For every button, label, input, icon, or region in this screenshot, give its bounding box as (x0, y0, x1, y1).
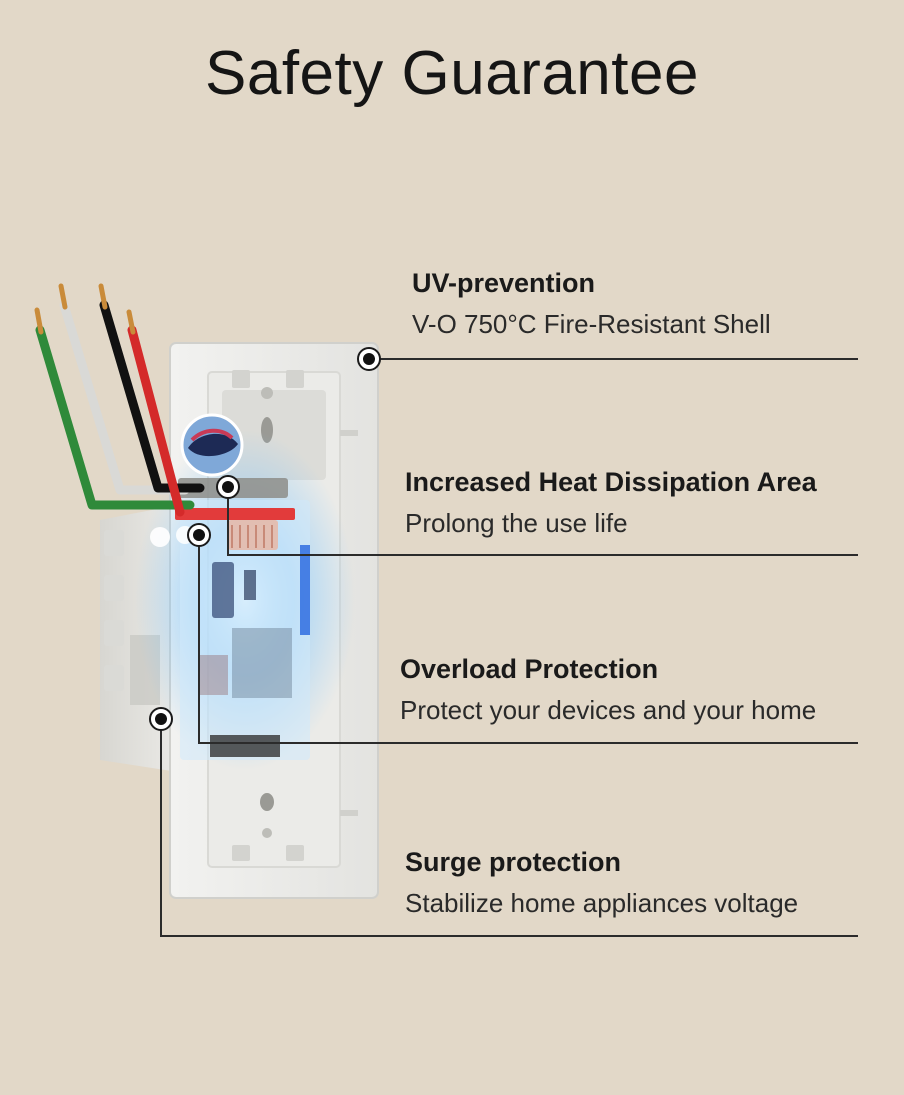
feature-heading: UV-prevention (412, 268, 596, 298)
feature-heading: Surge protection (405, 847, 622, 877)
page-title: Safety Guarantee (205, 39, 699, 108)
screw-hole-bottom (260, 793, 274, 811)
magnifier-inset (180, 413, 244, 477)
feature-description: Prolong the use life (405, 508, 628, 539)
callout-marker-heat (216, 475, 240, 499)
feature-heading: Overload Protection (400, 654, 659, 684)
feature-heading: Increased Heat Dissipation Area (405, 467, 817, 497)
feature-heat-dissipation: Increased Heat Dissipation Area Prolong … (405, 466, 817, 540)
feature-description: Stabilize home appliances voltage (405, 888, 799, 919)
callout-marker-uv (357, 347, 381, 371)
callout-marker-surge (149, 707, 173, 731)
wires (34, 283, 205, 517)
feature-surge-protection: Surge protection Stabilize home applianc… (405, 846, 798, 920)
feature-overload-protection: Overload Protection Protect your devices… (400, 653, 816, 727)
coil-component (228, 520, 278, 550)
callout-markers (149, 347, 381, 731)
feature-description: Protect your devices and your home (400, 695, 817, 726)
callout-lines (160, 358, 858, 937)
callout-marker-overload (187, 523, 211, 547)
feature-uv-prevention: UV-prevention V-O 750°C Fire-Resistant S… (412, 267, 771, 341)
feature-description: V-O 750°C Fire-Resistant Shell (412, 309, 771, 340)
